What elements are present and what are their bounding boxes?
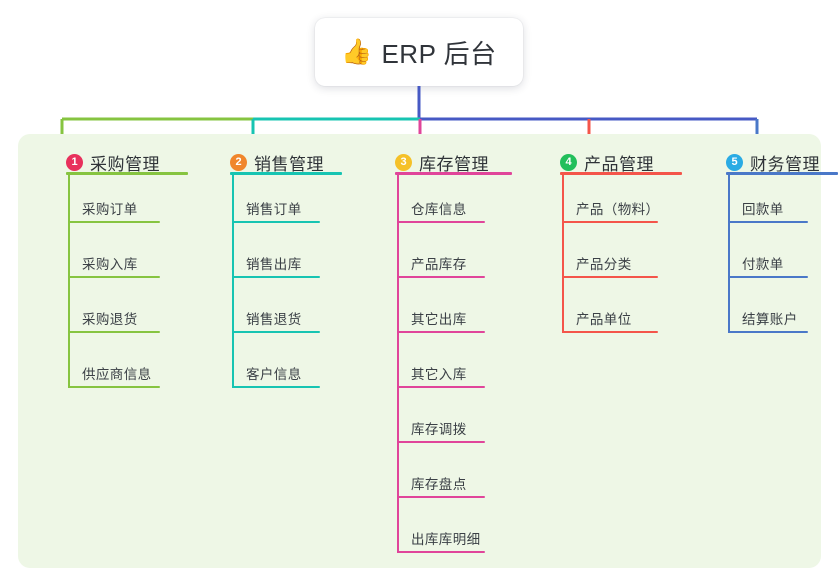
branch-leaf-item[interactable]: 产品（物料）	[562, 189, 660, 223]
branch-header-3[interactable]: 3 库存管理	[373, 145, 489, 179]
branch-leaf-rule	[397, 496, 485, 498]
branch-leaf-label: 出库库明细	[411, 532, 481, 547]
branch-leaf-rule	[68, 386, 160, 388]
branch-spine	[397, 175, 399, 553]
branch-number-badge: 4	[560, 153, 577, 171]
branch-leaf-rule	[68, 221, 160, 223]
branch-leaf-item[interactable]: 供应商信息	[68, 354, 160, 388]
branch-number-badge: 3	[395, 153, 412, 171]
branch-header-5[interactable]: 5 财务管理	[704, 145, 820, 179]
branch-leaf-label: 供应商信息	[82, 367, 152, 382]
branch-leaf-label: 产品分类	[576, 257, 632, 272]
branch-leaf-rule	[232, 276, 320, 278]
branch-leaf-rule	[397, 386, 485, 388]
branch-title: 销售管理	[254, 154, 324, 174]
branch-leaf-label: 产品单位	[576, 312, 632, 327]
branch-leaf-label: 其它入库	[411, 367, 467, 382]
branch-leaf-label: 库存盘点	[411, 477, 467, 492]
branch-leaf-label: 产品库存	[411, 257, 467, 272]
branch-leaf-label: 回款单	[742, 202, 784, 217]
branches-panel: 1 采购管理采购订单采购入库采购退货供应商信息 2 销售管理销售订单销售出库销售退货客…	[18, 134, 838, 568]
branch-header-1[interactable]: 1 采购管理	[44, 145, 160, 179]
branch-leaf-item[interactable]: 付款单	[728, 244, 808, 278]
branch-number-badge: 1	[66, 153, 83, 171]
branch-leaf-rule	[68, 331, 160, 333]
branch-leaf-label: 销售退货	[246, 312, 302, 327]
branch-number-badge: 5	[726, 153, 743, 171]
branch-title: 财务管理	[750, 154, 820, 174]
branch-leaf-item[interactable]: 产品分类	[562, 244, 658, 278]
branch-leaf-rule	[232, 331, 320, 333]
branch-leaf-rule	[728, 331, 808, 333]
branch-leaf-rule	[562, 276, 658, 278]
branch-leaf-item[interactable]: 产品库存	[397, 244, 485, 278]
branch-leaf-rule	[728, 276, 808, 278]
branch-leaf-label: 仓库信息	[411, 202, 467, 217]
branch-leaf-item[interactable]: 回款单	[728, 189, 808, 223]
branch-leaf-label: 销售出库	[246, 257, 302, 272]
branch-spine	[562, 175, 564, 333]
branch-leaf-item[interactable]: 其它出库	[397, 299, 485, 333]
branch-leaf-label: 其它出库	[411, 312, 467, 327]
branch-leaf-item[interactable]: 采购退货	[68, 299, 160, 333]
branch-leaf-label: 产品（物料）	[576, 202, 660, 217]
branch-header-rule	[395, 172, 512, 175]
branch-leaf-rule	[562, 221, 658, 223]
branch-leaf-item[interactable]: 客户信息	[232, 354, 320, 388]
branch-leaf-item[interactable]: 仓库信息	[397, 189, 485, 223]
branch-header-rule	[230, 172, 342, 175]
branch-number-badge: 2	[230, 153, 247, 171]
thumbs-up-icon: 👍	[341, 37, 373, 66]
branch-leaf-item[interactable]: 其它入库	[397, 354, 485, 388]
branch-leaf-label: 采购入库	[82, 257, 138, 272]
branch-leaf-item[interactable]: 库存盘点	[397, 464, 485, 498]
branch-leaf-rule	[232, 221, 320, 223]
branch-leaf-label: 采购退货	[82, 312, 138, 327]
branch-leaf-item[interactable]: 销售订单	[232, 189, 320, 223]
branch-spine	[728, 175, 730, 333]
branch-leaf-item[interactable]: 产品单位	[562, 299, 658, 333]
branch-spine	[68, 175, 70, 388]
root-node-card[interactable]: 👍 ERP 后台	[315, 18, 523, 86]
branch-leaf-item[interactable]: 采购订单	[68, 189, 160, 223]
branch-spine	[232, 175, 234, 388]
branch-leaf-rule	[397, 551, 485, 553]
branch-leaf-label: 结算账户	[742, 312, 798, 327]
branch-header-rule	[560, 172, 682, 175]
branch-leaf-rule	[728, 221, 808, 223]
branch-leaf-rule	[397, 276, 485, 278]
branch-leaf-rule	[232, 386, 320, 388]
branch-leaf-item[interactable]: 采购入库	[68, 244, 160, 278]
branch-leaf-label: 付款单	[742, 257, 784, 272]
branch-title: 采购管理	[90, 154, 160, 174]
branch-title: 产品管理	[584, 154, 654, 174]
branch-title: 库存管理	[419, 154, 489, 174]
branch-header-2[interactable]: 2 销售管理	[208, 145, 324, 179]
branch-leaf-label: 采购订单	[82, 202, 138, 217]
branch-leaf-item[interactable]: 销售退货	[232, 299, 320, 333]
branch-leaf-item[interactable]: 销售出库	[232, 244, 320, 278]
branch-leaf-rule	[397, 441, 485, 443]
root-node-content: 👍 ERP 后台	[341, 34, 496, 71]
branch-header-4[interactable]: 4 产品管理	[538, 145, 654, 179]
branch-leaf-item[interactable]: 库存调拨	[397, 409, 485, 443]
branch-leaf-item[interactable]: 出库库明细	[397, 519, 485, 553]
branch-leaf-label: 销售订单	[246, 202, 302, 217]
branch-header-rule	[726, 172, 838, 175]
branch-leaf-item[interactable]: 结算账户	[728, 299, 808, 333]
branch-leaf-rule	[397, 221, 485, 223]
branch-leaf-label: 客户信息	[246, 367, 302, 382]
branch-leaf-rule	[68, 276, 160, 278]
branch-leaf-rule	[397, 331, 485, 333]
branch-leaf-label: 库存调拨	[411, 422, 467, 437]
branch-leaf-rule	[562, 331, 658, 333]
root-node-title: ERP 后台	[381, 38, 497, 69]
branch-header-rule	[66, 172, 188, 175]
